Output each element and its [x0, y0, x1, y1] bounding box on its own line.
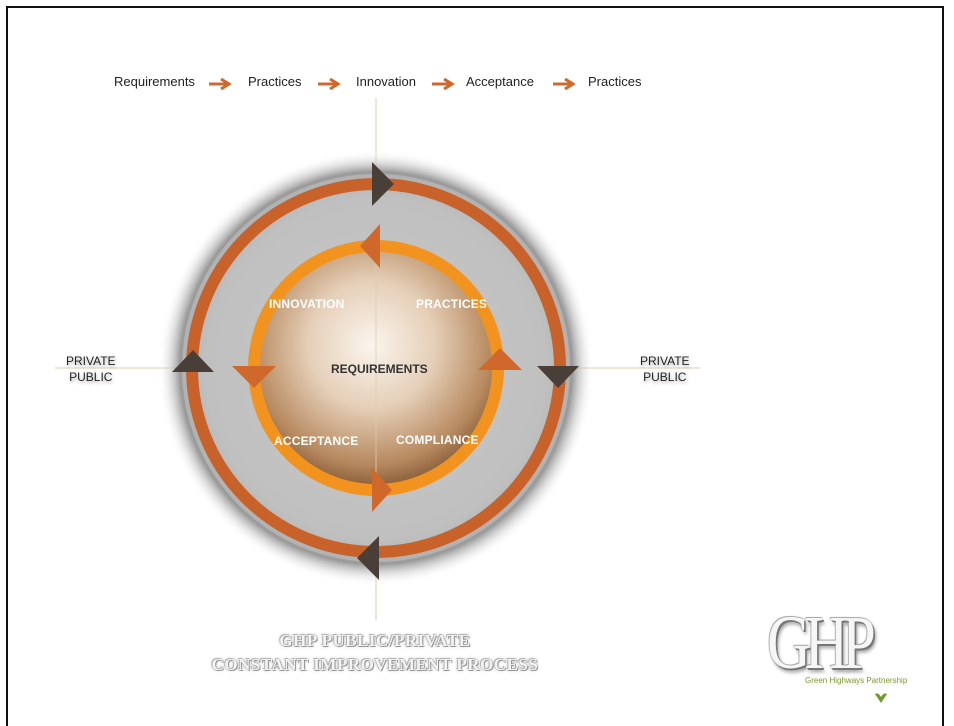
inner-arrow-right-icon [478, 348, 522, 370]
leaf-icon [875, 693, 887, 703]
process-flow: Requirements Practices Innovation Accept… [0, 74, 954, 94]
flow-step-4: Acceptance [466, 74, 534, 89]
flow-arrow-icon [432, 78, 455, 90]
logo-subtitle: Green Highways Partnership [805, 676, 908, 685]
label-compliance: COMPLIANCE [396, 433, 479, 447]
left-label-private: PRIVATE [66, 354, 116, 368]
flow-step-1: Requirements [114, 74, 195, 89]
left-label-public: PUBLIC [69, 370, 113, 384]
left-sector-label: PRIVATE PUBLIC [66, 353, 116, 385]
right-label-private: PRIVATE [640, 354, 690, 368]
inner-arrow-top-icon [360, 224, 380, 268]
ghp-logo: GHP Green Highways Partnership [765, 598, 945, 708]
diagram-caption: GHP PUBLIC/PRIVATE CONSTANT IMPROVEMENT … [190, 629, 560, 677]
outer-arrow-bottom-icon [357, 536, 379, 580]
flow-arrow-icon [318, 78, 341, 90]
outer-arrow-top-icon [372, 162, 394, 206]
flow-step-5: Practices [588, 74, 642, 89]
flow-step-2: Practices [248, 74, 302, 89]
logo-wordmark: GHP [767, 601, 876, 685]
label-requirements: REQUIREMENTS [331, 362, 428, 376]
inner-arrow-bottom-icon [372, 468, 392, 512]
label-practices: PRACTICES [416, 297, 488, 311]
caption-line-2: CONSTANT IMPROVEMENT PROCESS [211, 655, 539, 674]
outer-arrow-right-icon [537, 366, 579, 388]
inner-arrow-left-icon [232, 366, 276, 388]
caption-line-1: GHP PUBLIC/PRIVATE [279, 631, 471, 650]
label-innovation: INNOVATION [269, 297, 345, 311]
flow-arrow-icon [553, 78, 576, 90]
right-label-public: PUBLIC [643, 370, 687, 384]
slide-frame [6, 6, 944, 726]
flow-arrow-icon [209, 78, 232, 90]
flow-step-3: Innovation [356, 74, 416, 89]
label-acceptance: ACCEPTANCE [274, 434, 359, 448]
outer-arrow-left-icon [172, 350, 214, 372]
right-sector-label: PRIVATE PUBLIC [640, 353, 690, 385]
